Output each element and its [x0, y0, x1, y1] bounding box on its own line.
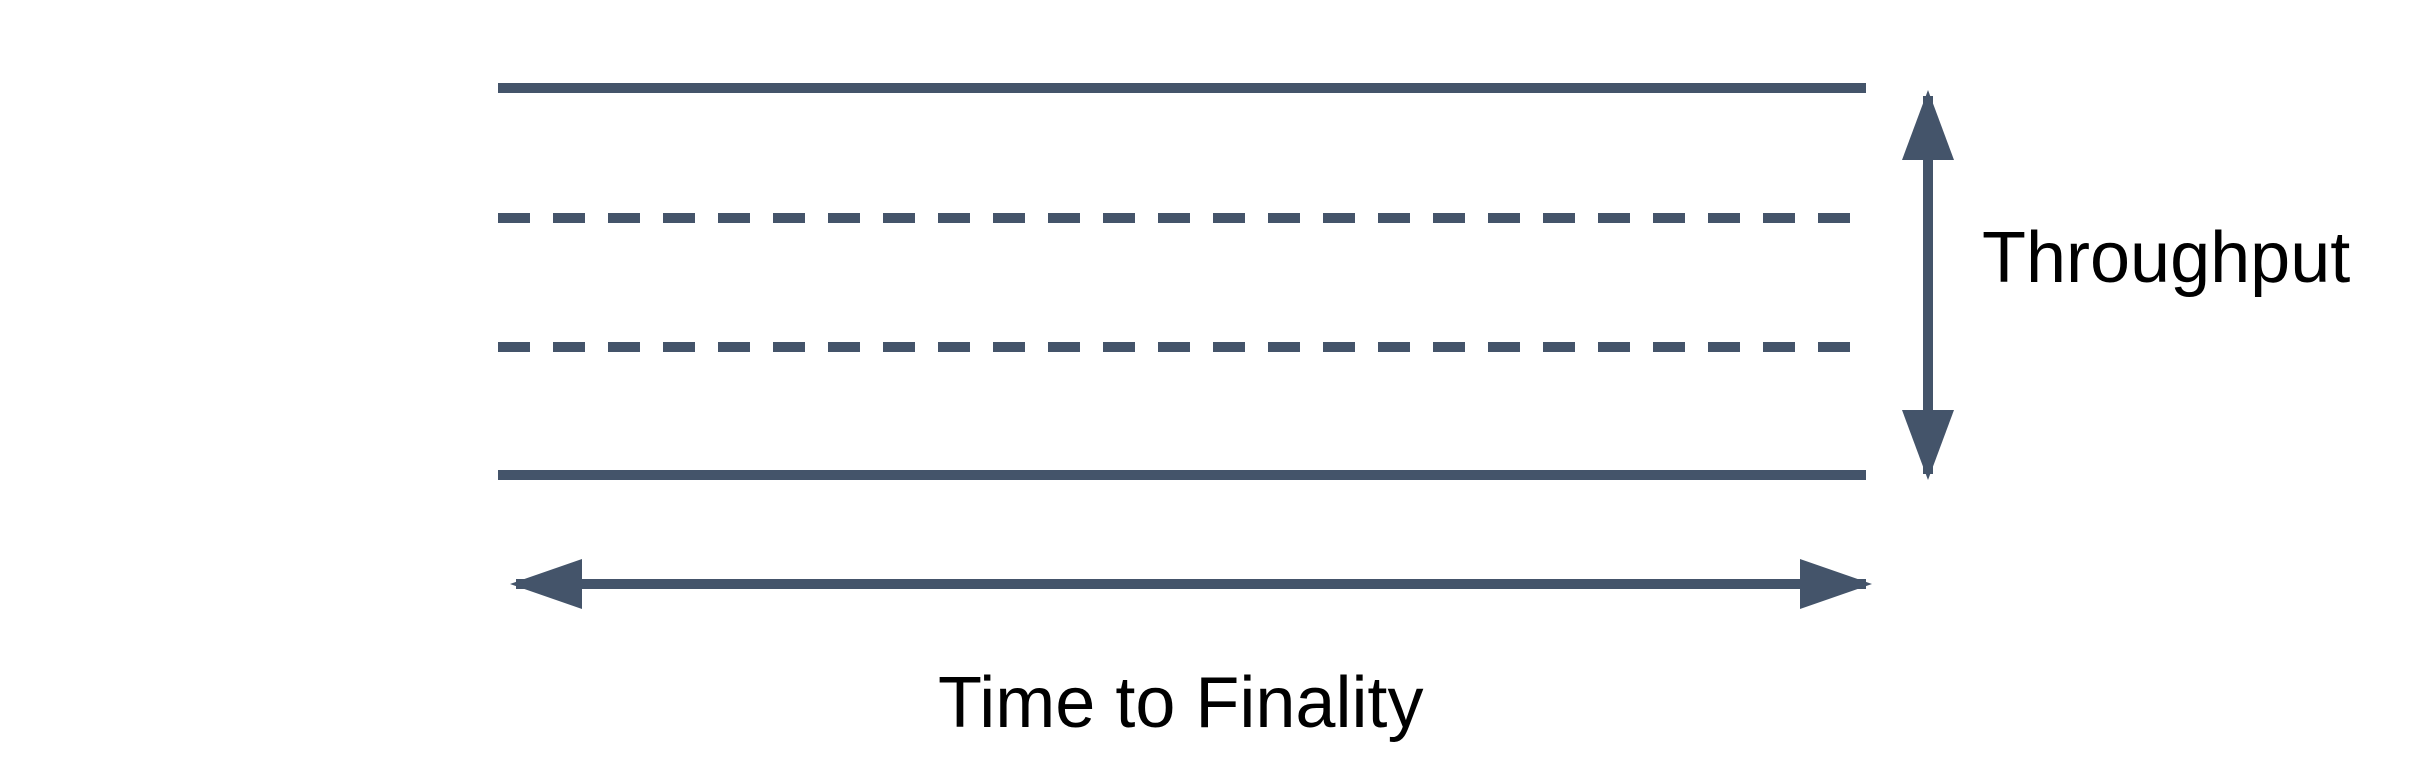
lane-lines-group [498, 83, 1866, 480]
time-to-finality-arrow-head-right [1800, 559, 1872, 609]
throughput-arrow [1902, 90, 1954, 480]
throughput-arrow-head-down [1902, 410, 1954, 480]
throughput-arrow-head-up [1902, 90, 1954, 160]
time-to-finality-arrow-head-left [510, 559, 582, 609]
time-to-finality-arrow [510, 559, 1872, 609]
time-to-finality-axis-label: Time to Finality [938, 663, 1424, 743]
throughput-axis-label: Throughput [1982, 218, 2351, 298]
